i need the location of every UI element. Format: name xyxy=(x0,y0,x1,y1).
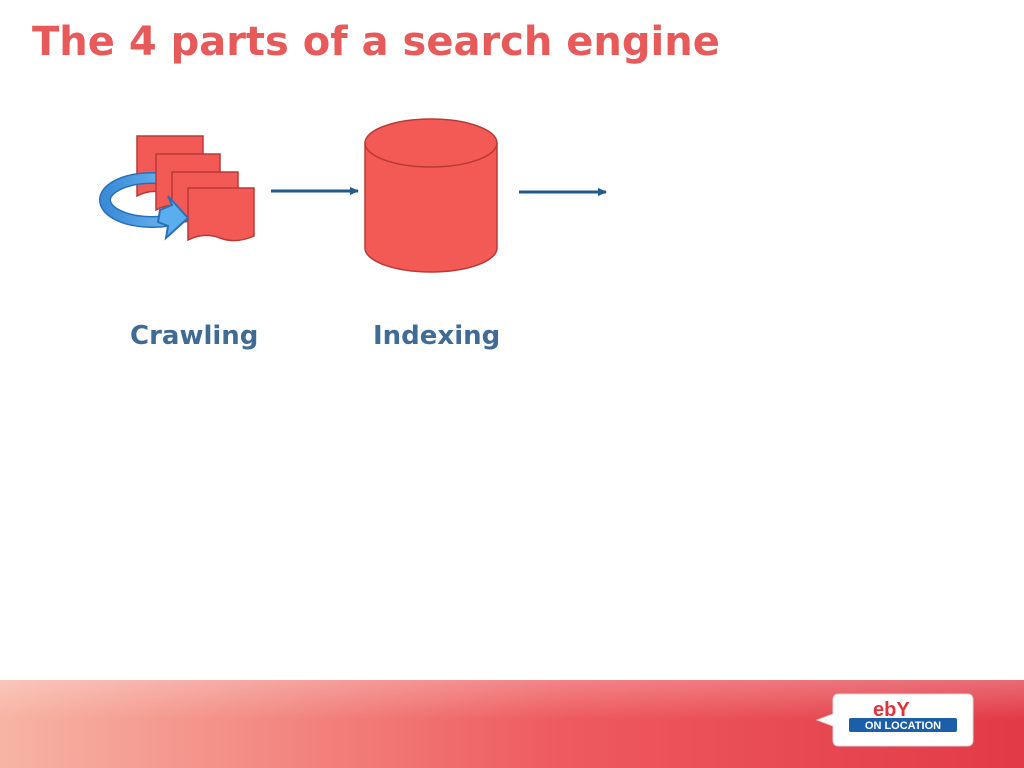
crawl-pages-icon xyxy=(99,135,255,242)
logo-subtext: ON LOCATION xyxy=(865,720,941,732)
ebay-on-location-logo: ebY ON LOCATION xyxy=(815,693,974,747)
step-label-crawling: Crawling xyxy=(130,321,259,351)
circular-arrow-head xyxy=(156,195,190,241)
page-front-2 xyxy=(187,187,255,242)
diagram xyxy=(99,118,607,273)
logo-text: ebY xyxy=(873,699,910,721)
database-cylinder-icon xyxy=(364,118,498,273)
slide-title: The 4 parts of a search engine xyxy=(32,19,720,65)
step-label-indexing: Indexing xyxy=(373,321,501,351)
